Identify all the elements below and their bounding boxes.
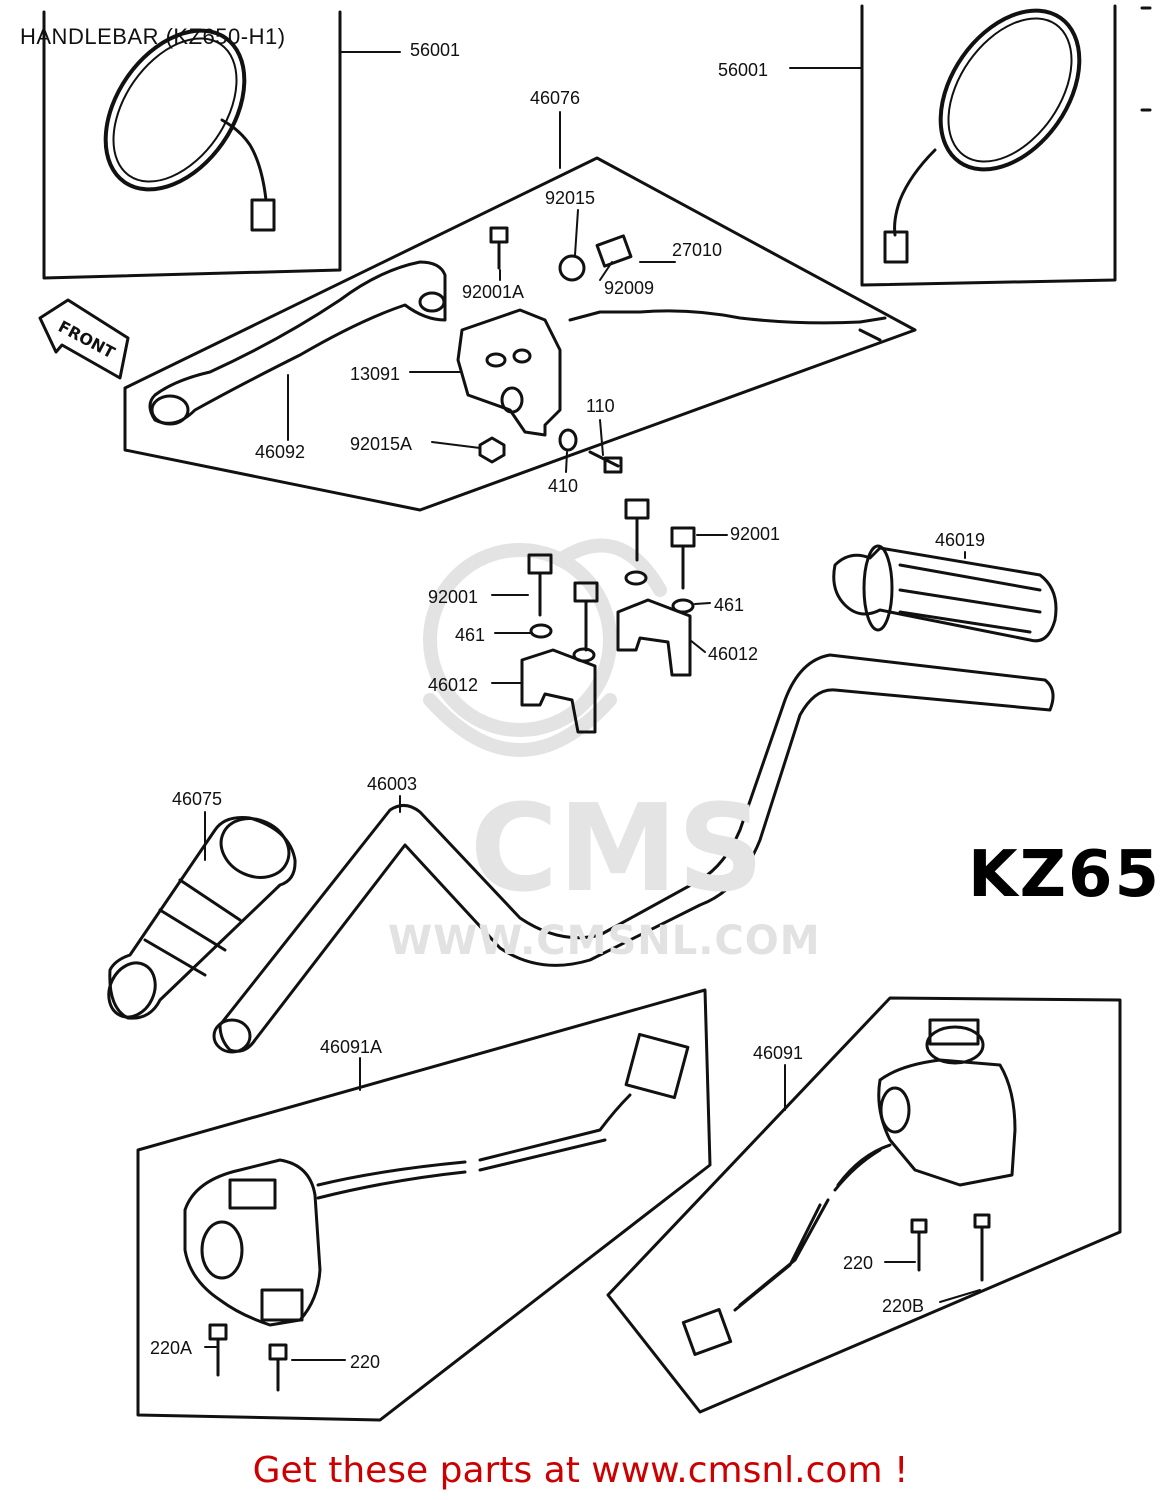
switch-left-box (136, 988, 712, 1422)
part-label-46091a: 46091A (320, 1037, 383, 1057)
part-label-56001-left: 56001 (410, 40, 461, 60)
part-label-46076: 46076 (530, 88, 581, 108)
part-label-220a: 220A (150, 1338, 193, 1358)
part-label-92001a: 92001A (462, 282, 525, 302)
part-label-220-right: 220 (843, 1253, 874, 1273)
part-label-46019: 46019 (935, 530, 986, 550)
part-label-92001-left: 92001 (428, 587, 479, 607)
grip-left-shape (107, 816, 297, 1020)
watermark-url: WWW.CMSNL.COM (388, 918, 821, 964)
part-label-92001-right: 92001 (730, 524, 781, 544)
part-label-46075: 46075 (172, 789, 223, 809)
watermark-brand: CMS (470, 780, 764, 919)
part-label-220-left: 220 (350, 1352, 381, 1372)
part-label-46003: 46003 (367, 774, 418, 794)
grip-right-shape (832, 544, 1058, 643)
part-label-110: 110 (586, 396, 615, 416)
mirror-left-box (42, 10, 342, 280)
mirror-right-box (860, 4, 1152, 287)
model-mark: KZ65 (968, 838, 1161, 912)
part-label-92015a: 92015A (350, 434, 413, 454)
diagram-title: HANDLEBAR (KZ650-H1) (20, 24, 286, 49)
part-label-13091: 13091 (350, 364, 401, 384)
front-arrow-shape (38, 298, 130, 380)
handlebar-shape (212, 653, 1055, 1054)
part-label-46012-right: 46012 (708, 644, 759, 664)
part-label-56001-right: 56001 (718, 60, 769, 80)
clamp-parts (520, 498, 696, 734)
part-label-46092: 46092 (255, 442, 306, 462)
part-label-461-left: 461 (455, 625, 486, 645)
part-label-92009: 92009 (604, 278, 655, 298)
watermark-logo (423, 538, 667, 757)
part-label-46091: 46091 (753, 1043, 804, 1063)
leader-lines (204, 51, 981, 1361)
part-label-220b: 220B (882, 1296, 925, 1316)
lever-assembly-box (123, 156, 917, 512)
switch-right-box (606, 996, 1122, 1414)
part-label-410: 410 (548, 476, 579, 496)
part-label-46012-left: 46012 (428, 675, 479, 695)
footer-link-text[interactable]: Get these parts at www.cmsnl.com ! (252, 1450, 909, 1491)
part-label-461-right: 461 (714, 595, 745, 615)
part-label-27010: 27010 (672, 240, 723, 260)
part-label-92015: 92015 (545, 188, 596, 208)
